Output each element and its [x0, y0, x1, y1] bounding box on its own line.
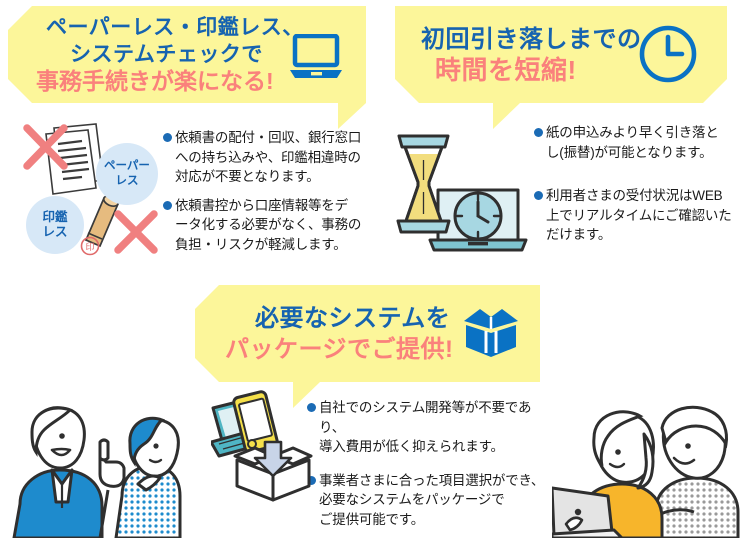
woman-right — [650, 405, 740, 540]
list-item: 事業者さまに合った項目選択ができ、 必要なシステムをパッケージで ご提供可能です… — [307, 471, 547, 530]
list-item-text: 利用者さまの受付状況はWEB 上でリアルタイムにご確認いた だけます。 — [546, 188, 732, 242]
laptop-icon — [288, 33, 344, 87]
callout-package: 必要なシステムを パッケージでご提供! — [195, 285, 540, 382]
callout-line: 必要なシステムを — [255, 304, 451, 332]
callout-line: 事務手続きが楽になる! — [36, 68, 274, 94]
bullet-list-time-reduction: 紙の申込みより早く引き落と し(振替)が可能となります。 利用者さまの受付状況は… — [534, 123, 739, 269]
list-item-text: 自社でのシステム開発等が不要であり、 導入費用が低く抑えられます。 — [319, 400, 532, 454]
paperless-badge-line1: ペーパー — [104, 160, 150, 172]
hankoless-badge: 印鑑 レス — [26, 196, 84, 254]
bullet-dot-icon — [534, 191, 543, 200]
callout-paperless-tail — [338, 103, 366, 129]
callout-line: システムチェックで — [70, 43, 263, 66]
bullet-dot-icon — [163, 133, 172, 142]
documents-and-stamp-illustration: 印 — [8, 112, 163, 257]
callout-paperless: ペーパーレス・印鑑レス、 システムチェックで 事務手続きが楽になる! — [8, 6, 366, 103]
paperless-badge-line2: レス — [115, 175, 139, 187]
callout-line: ペーパーレス・印鑑レス、 — [46, 16, 304, 39]
bullet-dot-icon — [307, 403, 316, 412]
callout-time-reduction-text: 初回引き落しまでの 時間を短縮! — [421, 24, 642, 86]
hanko-stamp-icon: 印 — [80, 194, 120, 256]
callout-package-text: 必要なシステムを パッケージでご提供! — [225, 303, 454, 365]
bullet-dot-icon — [534, 128, 543, 137]
list-item: 紙の申込みより早く引き落と し(振替)が可能となります。 — [534, 123, 739, 162]
list-item-text: 依頼書の配付・回収、銀行窓口 への持ち込みや、印鑑相違時の 対応が不要となります… — [175, 130, 362, 184]
person-pointing — [12, 406, 126, 540]
callout-time-reduction-tail — [493, 103, 520, 129]
bullet-list-package: 自社でのシステム開発等が不要であり、 導入費用が低く抑えられます。 事業者さまに… — [307, 398, 547, 543]
two-women-with-laptop-illustration — [550, 404, 740, 540]
list-item-text: 依頼書控から口座情報等をデ ータ化する必要がなく、事務の 負担・リスクが軽減しま… — [175, 197, 362, 252]
list-item-text: 事業者さまに合った項目選択ができ、 必要なシステムをパッケージで ご提供可能です… — [319, 472, 545, 527]
hankoless-badge-line2: レス — [42, 225, 68, 239]
list-item-text: 紙の申込みより早く引き落と し(振替)が可能となります。 — [546, 125, 719, 160]
open-box-icon — [233, 440, 313, 502]
callout-line: 時間を短縮! — [435, 54, 577, 85]
two-businessmen-illustration — [4, 404, 184, 540]
svg-text:印: 印 — [85, 241, 94, 253]
yellow-smartphone-icon — [232, 390, 279, 454]
callout-time-reduction: 初回引き落しまでの 時間を短縮! — [395, 6, 727, 103]
devices-into-box-illustration — [209, 386, 326, 506]
person-thinking — [114, 416, 182, 540]
cross-out-stamp-icon — [114, 210, 158, 254]
list-item: 自社でのシステム開発等が不要であり、 導入費用が低く抑えられます。 — [307, 398, 547, 457]
callout-line: 初回引き落しまでの — [421, 25, 642, 53]
package-box-icon — [460, 307, 522, 366]
hankoless-badge-line1: 印鑑 — [42, 210, 68, 224]
callout-package-tail — [293, 382, 320, 408]
paperless-badge: ペーパー レス — [96, 143, 158, 205]
cross-out-papers-icon — [23, 124, 68, 170]
callout-line: パッケージでご提供! — [225, 335, 454, 363]
laptop-clock-icon — [428, 188, 528, 252]
bullet-list-paperless: 依頼書の配付・回収、銀行窓口 への持ち込みや、印鑑相違時の 対応が不要となります… — [163, 128, 363, 263]
clock-icon — [637, 23, 699, 90]
callout-paperless-text: ペーパーレス・印鑑レス、 システムチェックで 事務手続きが楽になる! — [36, 14, 304, 95]
hourglass-and-laptop-clock-illustration — [372, 122, 534, 257]
list-item: 利用者さまの受付状況はWEB 上でリアルタイムにご確認いた だけます。 — [534, 186, 739, 245]
bullet-dot-icon — [163, 200, 172, 210]
bullet-dot-icon — [307, 475, 316, 485]
list-item: 依頼書控から口座情報等をデ ータ化する必要がなく、事務の 負担・リスクが軽減しま… — [163, 196, 363, 255]
list-item: 依頼書の配付・回収、銀行窓口 への持ち込みや、印鑑相違時の 対応が不要となります… — [163, 128, 363, 187]
hourglass-icon — [396, 134, 451, 234]
